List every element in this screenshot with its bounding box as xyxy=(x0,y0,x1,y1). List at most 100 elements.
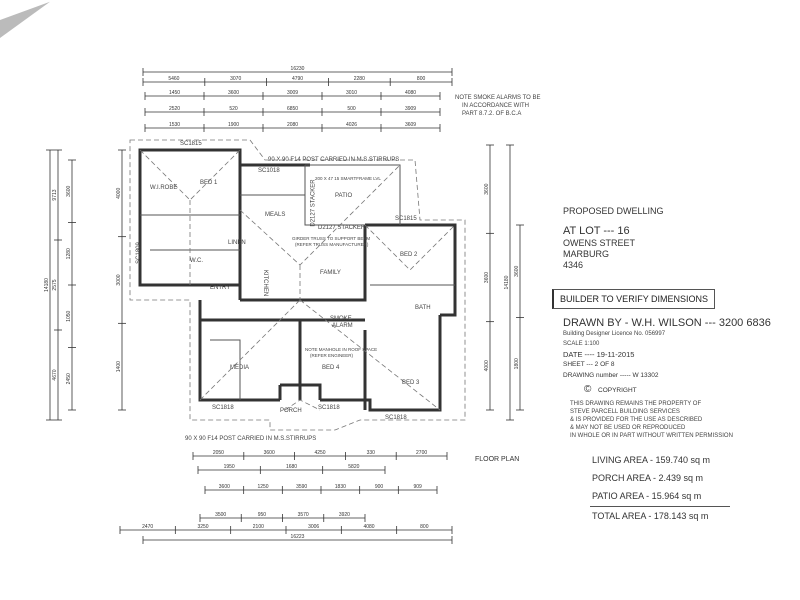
dimension-label: 2280 xyxy=(354,76,365,82)
room-bath: BATH xyxy=(415,305,431,311)
dimension-label: 3590 xyxy=(296,484,307,490)
postcode: 4346 xyxy=(563,260,584,270)
plan-title: FLOOR PLAN xyxy=(475,456,520,463)
dimension-label: 4000 xyxy=(484,360,490,371)
dimension-label: 5460 xyxy=(168,76,179,82)
date: DATE ---- 19-11-2015 xyxy=(563,350,635,359)
dimension-label: 1900 xyxy=(228,122,239,128)
dimension-label: 3600 xyxy=(228,90,239,96)
dimension-label: 3570 xyxy=(298,512,309,518)
dimension-label: 1400 xyxy=(116,361,122,372)
dimension-label: 3609 xyxy=(405,122,416,128)
dimension-label: 14180 xyxy=(504,275,510,289)
total-area: TOTAL AREA - 178.143 sq m xyxy=(592,511,709,521)
dimension-label: 800 xyxy=(417,76,426,82)
dimension-label: 1830 xyxy=(335,484,346,490)
room-family: FAMILY xyxy=(320,270,341,276)
dimension-label: 6850 xyxy=(287,106,298,112)
dimension-label: 1680 xyxy=(286,464,297,470)
drawing-number: DRAWING number ----- W 13302 xyxy=(563,372,659,379)
dimension-label: 520 xyxy=(229,106,238,112)
dimension-label: 16223 xyxy=(291,534,305,540)
dimension-label: 4250 xyxy=(314,450,325,456)
dimension-label: 1050 xyxy=(66,310,72,321)
dimension-label: 1800 xyxy=(514,358,520,369)
smoke-alarm-label: ALARM xyxy=(332,323,353,329)
dimension-label: 4000 xyxy=(116,188,122,199)
room-linen: LINEN xyxy=(228,240,246,246)
window-label: SC1815 xyxy=(395,216,417,222)
dimension-label: 2450 xyxy=(66,373,72,384)
room-bed3: BED 3 xyxy=(402,380,420,386)
dimension-label: 2575 xyxy=(52,279,58,290)
street: OWENS STREET xyxy=(563,238,636,248)
dimension-label: 9713 xyxy=(52,189,58,200)
dimension-label: 3070 xyxy=(230,76,241,82)
verify-box: BUILDER TO VERIFY DIMENSIONS xyxy=(552,289,715,309)
room-porch: PORCH xyxy=(280,408,302,414)
room-bed2: BED 2 xyxy=(400,252,418,258)
dimension-label: 2100 xyxy=(253,524,264,530)
copyright-line: & IS PROVIDED FOR THE USE AS DESCRIBED xyxy=(570,417,703,423)
dimension-label: 3600 xyxy=(514,265,520,276)
dimension-label: 2080 xyxy=(287,122,298,128)
door-label: D2127 STACKER xyxy=(310,179,317,227)
lot: AT LOT --- 16 xyxy=(563,225,630,237)
room-entry: ENTRY xyxy=(210,285,231,291)
dimension-label: 900 xyxy=(375,484,384,490)
dimension-label: 2520 xyxy=(169,106,180,112)
hatch-note: NOTE MANHOLE IN ROOF SPACE xyxy=(305,347,378,352)
post-note: 90 X 90 F14 POST CARRIED IN M.S.STIRRUPS xyxy=(268,157,400,163)
dimension-label: 800 xyxy=(420,524,429,530)
dimension-label: 3909 xyxy=(405,106,416,112)
door-label: D2127 STACKER xyxy=(318,225,366,231)
dimension-label: 3500 xyxy=(215,512,226,518)
dimension-label: 1450 xyxy=(169,90,180,96)
dimension-label: 950 xyxy=(258,512,267,518)
dimension-label: 2050 xyxy=(213,450,224,456)
drawn-by: DRAWN BY - W.H. WILSON --- 3200 6836 xyxy=(563,317,771,329)
dimension-label: 3600 xyxy=(219,484,230,490)
window-label: SC1809 xyxy=(135,242,142,264)
dimension-label: 3920 xyxy=(339,512,350,518)
dimension-label: 1530 xyxy=(169,122,180,128)
copyright-line: THIS DRAWING REMAINS THE PROPERTY OF xyxy=(570,401,702,407)
room-bed4: BED 4 xyxy=(322,365,340,371)
room-patio: PATIO xyxy=(335,193,353,199)
hatch-note: (REFER ENGINEER) xyxy=(310,353,354,358)
dimension-label: 1250 xyxy=(257,484,268,490)
wall-bed4 xyxy=(298,320,367,410)
copyright-icon: © xyxy=(584,384,592,395)
dimension-label: 4026 xyxy=(346,122,357,128)
room-media: MEDIA xyxy=(230,365,250,371)
dimension-label: 3600 xyxy=(264,450,275,456)
room-wc: W.C. xyxy=(190,258,203,264)
dimension-label: 4790 xyxy=(292,76,303,82)
dimension-lines xyxy=(46,68,524,544)
dimension-label: 4080 xyxy=(405,90,416,96)
dimension-label: 3250 xyxy=(197,524,208,530)
girder-note: (REFER TRUSS MANUFACTURER) xyxy=(295,242,369,247)
girder-note: GIRDER TRUSS TO SUPPORT BEAM xyxy=(292,236,371,241)
dimension-label: 330 xyxy=(367,450,376,456)
dimension-label: 5820 xyxy=(348,464,359,470)
scale: SCALE 1:100 xyxy=(563,341,600,347)
dimension-label: 4080 xyxy=(363,524,374,530)
dimension-label: 909 xyxy=(413,484,422,490)
window-label: SC1818 xyxy=(212,405,234,411)
dimension-label: 3600 xyxy=(66,185,72,196)
window-label: SC1815 xyxy=(180,141,202,147)
room-meals: MEALS xyxy=(265,212,286,218)
dimension-label: 16230 xyxy=(291,66,305,72)
copyright-line: IN WHOLE OR IN PART WITHOUT WRITTEN PERM… xyxy=(570,433,733,439)
room-kitchen: KITCHEN xyxy=(262,269,269,297)
window-label: SC1818 xyxy=(385,415,407,421)
verify-text: BUILDER TO VERIFY DIMENSIONS xyxy=(560,294,709,304)
dimension-label: 3006 xyxy=(308,524,319,530)
dimension-label: 1950 xyxy=(224,464,235,470)
dimension-label: 3009 xyxy=(287,90,298,96)
window-label: SC1818 xyxy=(318,405,340,411)
wall-living xyxy=(238,163,457,317)
